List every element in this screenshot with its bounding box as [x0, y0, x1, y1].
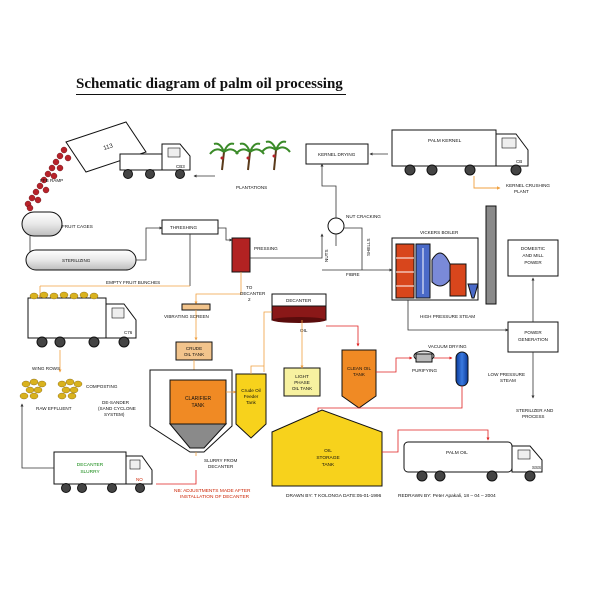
power-generation-label-1: POWER — [524, 330, 542, 335]
vacuum-dryer — [455, 351, 469, 387]
de-sander-label-3: SYSTEM) — [104, 412, 125, 417]
truck-plate-2: CB3 — [176, 164, 185, 169]
feeder-tank-label-3: Tank — [246, 400, 256, 405]
plantations-label: PLANTATIONS — [236, 185, 267, 190]
clean-oil-label-2: TANK — [353, 372, 366, 377]
light-phase-label-2: PHASE — [294, 380, 310, 385]
decanter-unit — [271, 293, 327, 323]
decanter-slurry-truck: NO — [53, 451, 153, 493]
fruit-bunches — [24, 146, 72, 212]
purifying-label: PURIFYING — [412, 368, 437, 373]
slurry-from-decanter-label-2: DECANTER — [208, 464, 234, 469]
nb-adjustments-label-1: NB: ADJUSTMENTS MADE AFTER — [174, 488, 251, 494]
domestic-power-label-1: DOMESTIC — [521, 246, 546, 251]
drawn-by-label: DRAWN BY: T KOLONGA DATE:05-01-1996 — [286, 493, 382, 499]
vibrating-screen-label: VIBRATING SCREEN — [164, 314, 209, 319]
sterilizer-process-label-1: STERILIZER AND — [516, 408, 554, 413]
feeder-tank-label-1: Crude Oil — [241, 388, 260, 393]
kernel-drying-label: KERNEL DRYING — [318, 152, 356, 157]
fibre-label: FIBRE — [346, 272, 360, 277]
power-generation-label-2: GENERATION — [518, 337, 548, 342]
feeder-tank-label-2: Feeder — [244, 394, 259, 399]
oil-label: OIL — [300, 328, 308, 333]
sterilizing-label: STERILIZING — [62, 258, 91, 263]
to-decanter-label-2: DECANTER — [240, 291, 266, 296]
ffb-ramp-label: FFB RAMP — [40, 178, 63, 183]
wing-rows-label: WING ROWS — [32, 366, 60, 371]
nut-cracking-unit — [327, 217, 345, 235]
press-unit — [231, 237, 251, 273]
clarifier-tank — [149, 369, 233, 453]
light-phase-oil-tank — [283, 367, 321, 397]
clean-oil-tank — [341, 349, 377, 409]
redrawn-by-label: REDRAWN BY: Peter Apakali, 18 – 04 – 200… — [398, 493, 496, 499]
nut-cracking-label: NUT CRACKING — [346, 214, 381, 219]
fruit-cage-cylinder — [21, 211, 63, 237]
kernel-drying-box — [305, 143, 369, 165]
composting-label: COMPOSTING — [86, 384, 118, 389]
crude-oil-tank — [175, 341, 213, 361]
de-sander-label-1: DE-SANDER — [102, 400, 130, 405]
pressing-label: PRESSING — [254, 246, 278, 251]
page-title: Schematic diagram of palm oil processing — [76, 76, 343, 92]
palm-kernel-truck: CB — [391, 129, 529, 176]
nb-adjustments-label-2: INSTALLATION OF DECANTER — [180, 494, 250, 500]
low-pressure-steam-label-2: STEAM — [500, 378, 516, 383]
domestic-power-label-2: AND MILL — [522, 253, 544, 258]
low-pressure-steam-label-1: LOW PRESSURE — [488, 372, 525, 377]
decanter-label: DECANTER — [286, 298, 312, 303]
light-phase-label-3: OIL TANK — [292, 386, 313, 391]
light-phase-label-1: LIGHT — [295, 374, 309, 379]
raw-effluent-label: RAW EFFLUENT — [36, 406, 72, 411]
purifier-unit — [413, 350, 435, 363]
fruit-cages-label: FRUIT CAGES — [62, 224, 93, 229]
efb-truck-plate: C76 — [124, 330, 133, 335]
palm-oil-label: PALM OIL — [446, 450, 468, 456]
decanter-slurry-label-2: SLURRY — [80, 469, 100, 475]
clean-oil-label-1: CLEAN OIL — [347, 366, 371, 371]
kernel-crushing-label-1: KERNEL CRUSHING — [506, 183, 550, 188]
oil-storage-label-2: STORAGE — [316, 455, 339, 461]
vickers-boiler-label: VICKERS BOILER — [420, 230, 459, 235]
palm-kernel-label: PALM KERNEL — [428, 138, 462, 144]
crude-oil-feeder-tank — [235, 373, 267, 439]
domestic-power-box — [507, 239, 559, 277]
empty-fruit-bunches-label: EMPTY FRUIT BUNCHES — [106, 280, 160, 285]
ffb-tipper-truck: 113 CB3 — [24, 121, 191, 212]
vibrating-screen — [181, 303, 211, 311]
slurry-from-decanter-label-1: SLURRY FROM — [204, 458, 237, 463]
oil-storage-label-3: TANK — [322, 462, 335, 468]
domestic-power-label-3: POWER — [524, 260, 542, 265]
power-generation-box — [507, 321, 559, 353]
slurry-truck-plate: NO — [136, 477, 143, 482]
oil-storage-label-1: OIL — [324, 448, 332, 454]
efb-truck: C76 — [27, 291, 137, 348]
decanter-slurry-label-1: DECANTER — [77, 462, 104, 468]
sterilizer-process-label-2: PROCESS — [522, 414, 544, 419]
to-decanter-label-1: TO — [246, 285, 253, 290]
truck-plate: 113 — [103, 143, 115, 152]
vickers-boiler — [391, 205, 497, 305]
vacuum-drying-label: VACUUM DRYING — [428, 344, 467, 349]
nuts-label: NUTS — [324, 249, 329, 262]
title-underline — [76, 94, 346, 95]
de-sander-label-2: (SAND CYCLONE — [98, 406, 136, 411]
kernel-truck-plate: CB — [516, 159, 522, 164]
clarifier-label-1: CLARIFIER — [185, 396, 212, 402]
palm-oil-tanker: SSS — [403, 441, 543, 482]
crude-oil-tank-label-1: CRUDE — [186, 346, 202, 351]
palm-oil-truck-plate: SSS — [532, 465, 541, 470]
oil-storage-tank — [271, 409, 383, 487]
shells-label: SHELLS — [366, 238, 371, 256]
plantation-palms — [209, 140, 291, 171]
kernel-crushing-label-2: PLANT — [514, 189, 529, 194]
high-pressure-steam-label: HIGH PRESSURE STEAM — [420, 314, 475, 319]
compost-piles — [19, 378, 83, 400]
crude-oil-tank-label-2: OIL TANK — [184, 352, 205, 357]
threshing-label: THRESHING — [170, 225, 197, 230]
to-decanter-label-3: 2 — [248, 297, 251, 302]
clarifier-label-2: TANK — [192, 403, 206, 409]
